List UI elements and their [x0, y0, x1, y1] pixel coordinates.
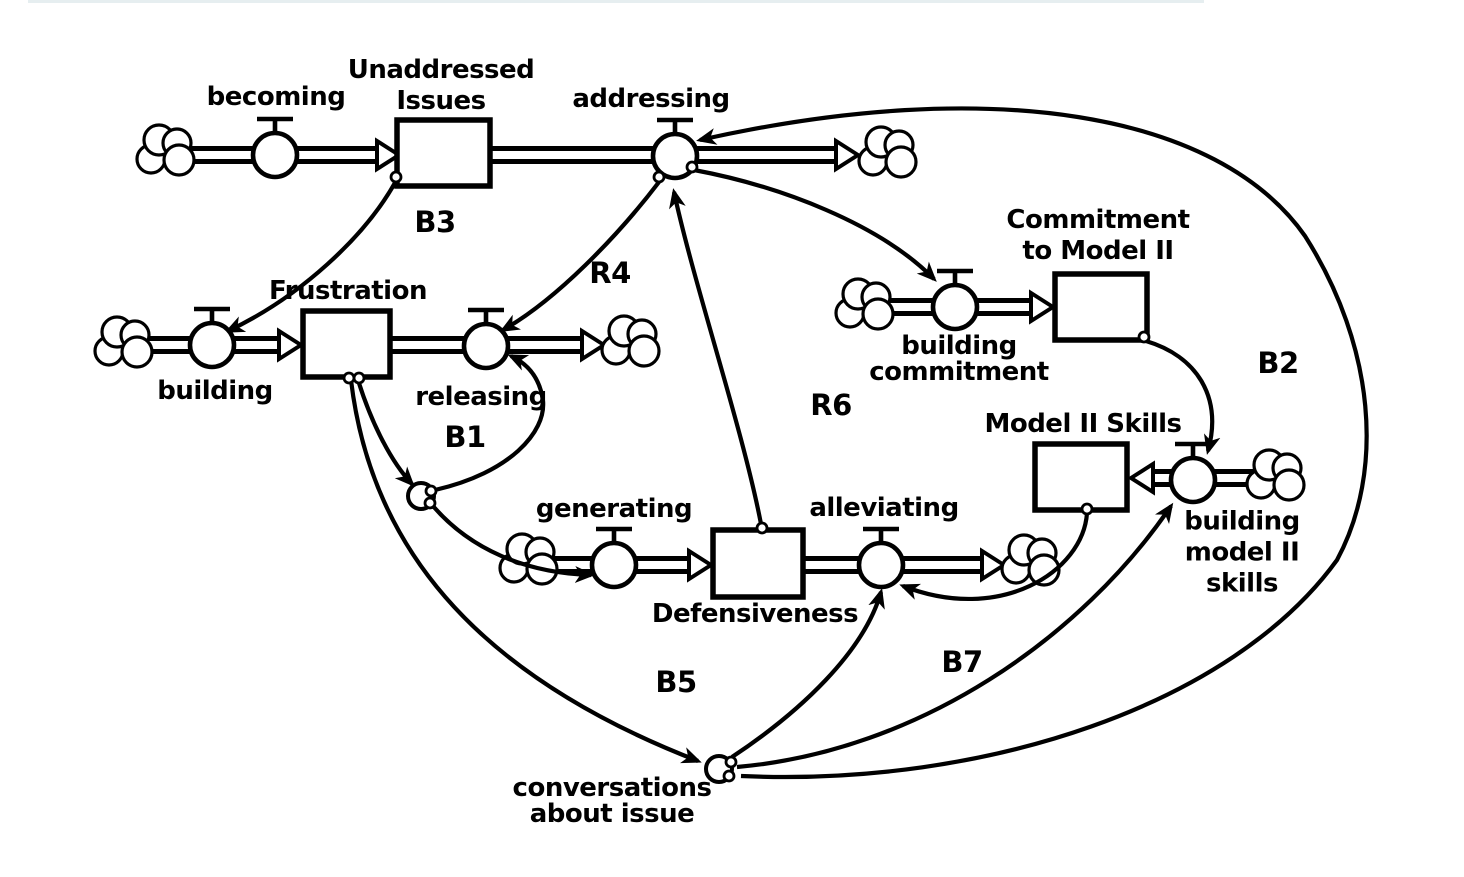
connector-commitment-to-building-model-ii-skills[interactable]	[1145, 338, 1221, 455]
label-commitment-to-model-ii: Commitment to Model II	[1006, 205, 1190, 266]
stub-unaddressed-issues	[389, 170, 403, 184]
page-top-border	[28, 0, 1204, 3]
stub-defensiveness	[755, 521, 769, 535]
connector-model-ii-skills-to-alleviating[interactable]	[899, 512, 1090, 602]
stub-commitment	[1137, 330, 1151, 344]
valve-releasing-icon[interactable]	[464, 310, 508, 368]
connector-frustration-to-conversations[interactable]	[348, 379, 702, 764]
loop-label-r6: R6	[810, 388, 852, 422]
connector-junction-to-releasing[interactable]	[434, 354, 546, 493]
label-conversations-about-issue: conversations about issue	[512, 773, 712, 829]
stub-addressing-left	[652, 170, 666, 184]
loop-label-b5: B5	[655, 665, 697, 699]
stub-addressing-right	[685, 160, 699, 174]
stub-frustration-right	[352, 371, 366, 385]
connector-unaddressed-issues-to-building[interactable]	[224, 179, 398, 333]
label-model-ii-skills: Model II Skills	[984, 409, 1182, 439]
connector-defensiveness-to-addressing[interactable]	[669, 188, 764, 525]
stock-model-ii-skills[interactable]	[1032, 441, 1130, 513]
flow-arrow-into-frustration	[277, 327, 305, 363]
connector-conversations-to-addressing[interactable]	[696, 106, 1369, 780]
stub-frustration-left	[342, 371, 356, 385]
flow-arrow-into-model-ii-skills	[1127, 460, 1155, 496]
label-addressing: addressing	[572, 84, 730, 114]
cloud-sink-addressing-icon[interactable]	[857, 125, 918, 179]
flow-arrow-into-defensiveness	[687, 547, 715, 583]
label-releasing: releasing	[415, 382, 547, 412]
connector-conversations-to-building-model-ii-skills[interactable]	[736, 502, 1174, 770]
flow-arrow-into-sink-cloud-addressing	[834, 137, 862, 173]
label-generating: generating	[535, 494, 693, 524]
label-frustration: Frustration	[269, 276, 427, 306]
stub-model-ii-skills	[1080, 502, 1094, 516]
loop-label-r4: R4	[589, 256, 631, 290]
loop-label-b7: B7	[941, 645, 983, 679]
connector-conversations-to-alleviating[interactable]	[730, 588, 885, 759]
flow-arrow-into-unaddressed-issues	[375, 137, 403, 173]
flow-arrow-into-sink-cloud-alleviating	[980, 547, 1008, 583]
valve-alleviating-icon[interactable]	[859, 529, 903, 587]
stub-conversations-top	[724, 755, 738, 769]
label-building-model-ii-skills: building model II skills	[1184, 506, 1300, 599]
valve-generating-icon[interactable]	[592, 529, 636, 587]
label-becoming: becoming	[206, 82, 346, 112]
flow-arrow-into-commitment	[1029, 289, 1057, 325]
stock-defensiveness[interactable]	[710, 527, 806, 600]
stub-junction-bottom	[423, 496, 437, 510]
flow-arrow-into-sink-cloud-releasing	[580, 327, 608, 363]
connector-addressing-to-building-commitment[interactable]	[693, 167, 937, 282]
cloud-sink-alleviating-icon[interactable]	[1000, 533, 1061, 587]
loop-label-b1: B1	[444, 420, 486, 454]
connector-frustration-to-junction[interactable]	[355, 379, 415, 487]
label-building: building	[157, 376, 273, 406]
cloud-sink-releasing-icon[interactable]	[600, 314, 661, 368]
stock-frustration[interactable]	[300, 308, 393, 380]
label-unaddressed-issues: Unaddressed Issues	[347, 55, 535, 116]
cloud-source-building-model-ii-skills-icon[interactable]	[1245, 448, 1306, 502]
cloud-source-becoming-icon[interactable]	[135, 123, 196, 177]
stub-conversations-bottom	[722, 769, 736, 783]
valve-building-model-ii-skills-icon[interactable]	[1171, 444, 1215, 502]
stock-unaddressed-issues[interactable]	[394, 117, 493, 189]
stub-junction-top	[424, 484, 438, 498]
cloud-source-building-icon[interactable]	[93, 315, 154, 369]
label-alleviating: alleviating	[809, 493, 959, 523]
connector-junction-to-generating[interactable]	[431, 504, 595, 584]
connector-addressing-to-releasing[interactable]	[499, 180, 661, 332]
valve-becoming-icon[interactable]	[253, 119, 297, 177]
valve-building-icon[interactable]	[190, 309, 234, 367]
valve-building-commitment-icon[interactable]	[933, 271, 977, 329]
label-defensiveness: Defensiveness	[651, 599, 859, 629]
stock-commitment-to-model-ii[interactable]	[1052, 271, 1150, 343]
loop-label-b2: B2	[1257, 346, 1299, 380]
label-building-commitment: building commitment	[869, 331, 1049, 387]
cloud-source-building-commitment-icon[interactable]	[834, 277, 895, 331]
loop-label-b3: B3	[414, 205, 456, 239]
